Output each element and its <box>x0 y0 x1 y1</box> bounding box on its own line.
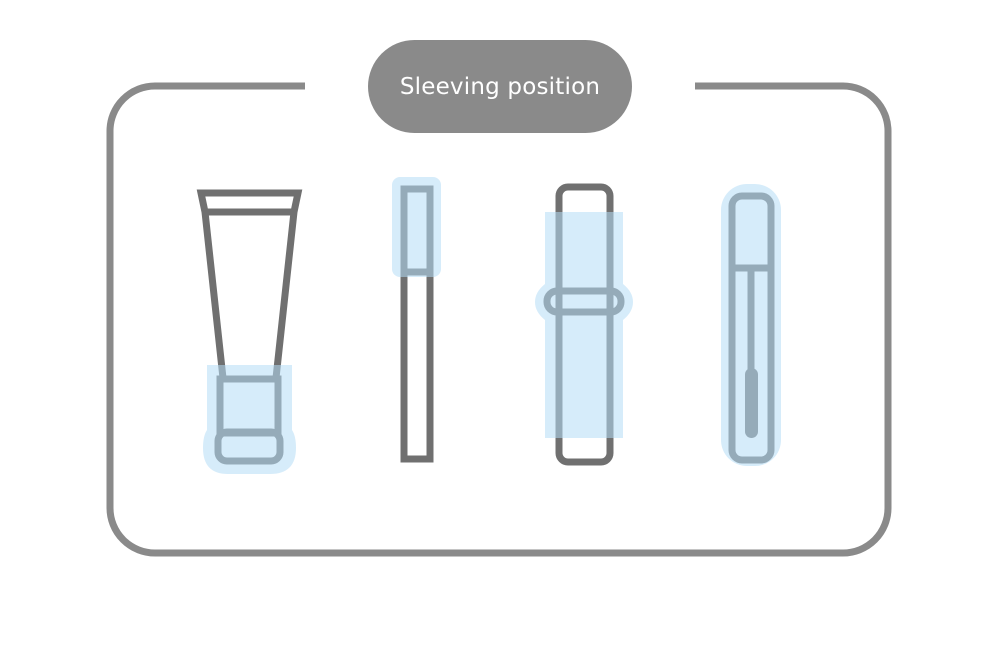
vial-icon <box>535 183 633 466</box>
frame <box>106 82 892 557</box>
lip-gloss-icon <box>721 184 781 466</box>
tube-highlight <box>203 365 296 474</box>
diagram-title: Sleeving position <box>368 40 632 133</box>
tube-icon <box>196 189 303 474</box>
lip-gloss-highlight <box>721 184 781 466</box>
mascara-icon <box>392 177 441 463</box>
vial-highlight <box>535 212 633 438</box>
mascara-highlight <box>392 177 441 277</box>
